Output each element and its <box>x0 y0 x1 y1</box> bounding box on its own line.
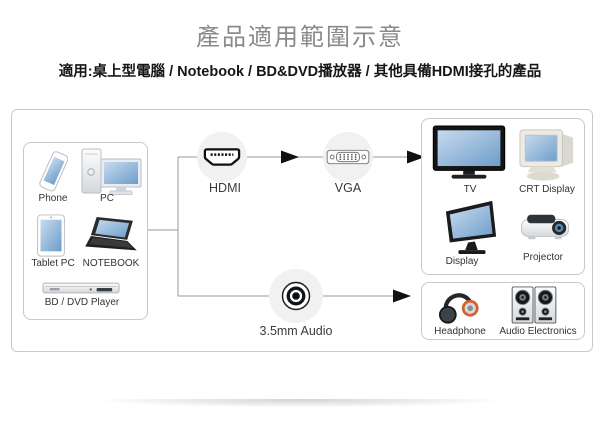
tv-icon <box>432 125 506 179</box>
bd-dvd-player-label: BD / DVD Player <box>44 297 120 308</box>
tablet-icon <box>37 214 65 257</box>
audio-outputs-box <box>421 282 585 340</box>
phone-label: Phone <box>38 193 68 204</box>
audio-jack-icon <box>281 281 311 311</box>
page-title: 產品適用範圍示意 <box>196 24 404 51</box>
arrow-icon <box>281 150 299 164</box>
vga-label: VGA <box>334 181 362 195</box>
speakers-label: Audio Electronics <box>499 326 577 337</box>
notebook-icon <box>85 216 137 251</box>
tv-label: TV <box>463 184 477 195</box>
display-label: Display <box>445 256 479 267</box>
vga-node <box>323 132 373 182</box>
bd-dvd-player-icon <box>42 282 120 294</box>
projector-icon <box>521 214 569 240</box>
hdmi-plug-icon <box>203 148 241 166</box>
arrow-icon <box>393 289 411 303</box>
audio-label: 3.5mm Audio <box>259 324 333 338</box>
bottom-shadow-divider <box>35 399 565 409</box>
headphone-label: Headphone <box>434 326 486 337</box>
headphone-icon <box>438 293 479 324</box>
tablet-label: Tablet PC <box>31 258 75 269</box>
projector-label: Projector <box>522 252 564 263</box>
crt-display-label: CRT Display <box>519 184 575 195</box>
speakers-icon <box>511 286 557 324</box>
audio-node <box>269 269 323 323</box>
pc-icon <box>81 148 142 195</box>
hdmi-node <box>197 132 247 182</box>
crt-display-icon <box>519 129 574 181</box>
display-icon <box>445 200 497 255</box>
notebook-label: NOTEBOOK <box>82 258 140 269</box>
hdmi-label: HDMI <box>209 181 241 195</box>
vga-plug-icon <box>326 149 370 165</box>
arrow-icon <box>407 150 425 164</box>
page-subtitle: 適用:桌上型電腦 / Notebook / BD&DVD播放器 / 其他具備HD… <box>58 64 542 80</box>
phone-icon <box>39 151 68 192</box>
pc-label: PC <box>100 193 114 204</box>
